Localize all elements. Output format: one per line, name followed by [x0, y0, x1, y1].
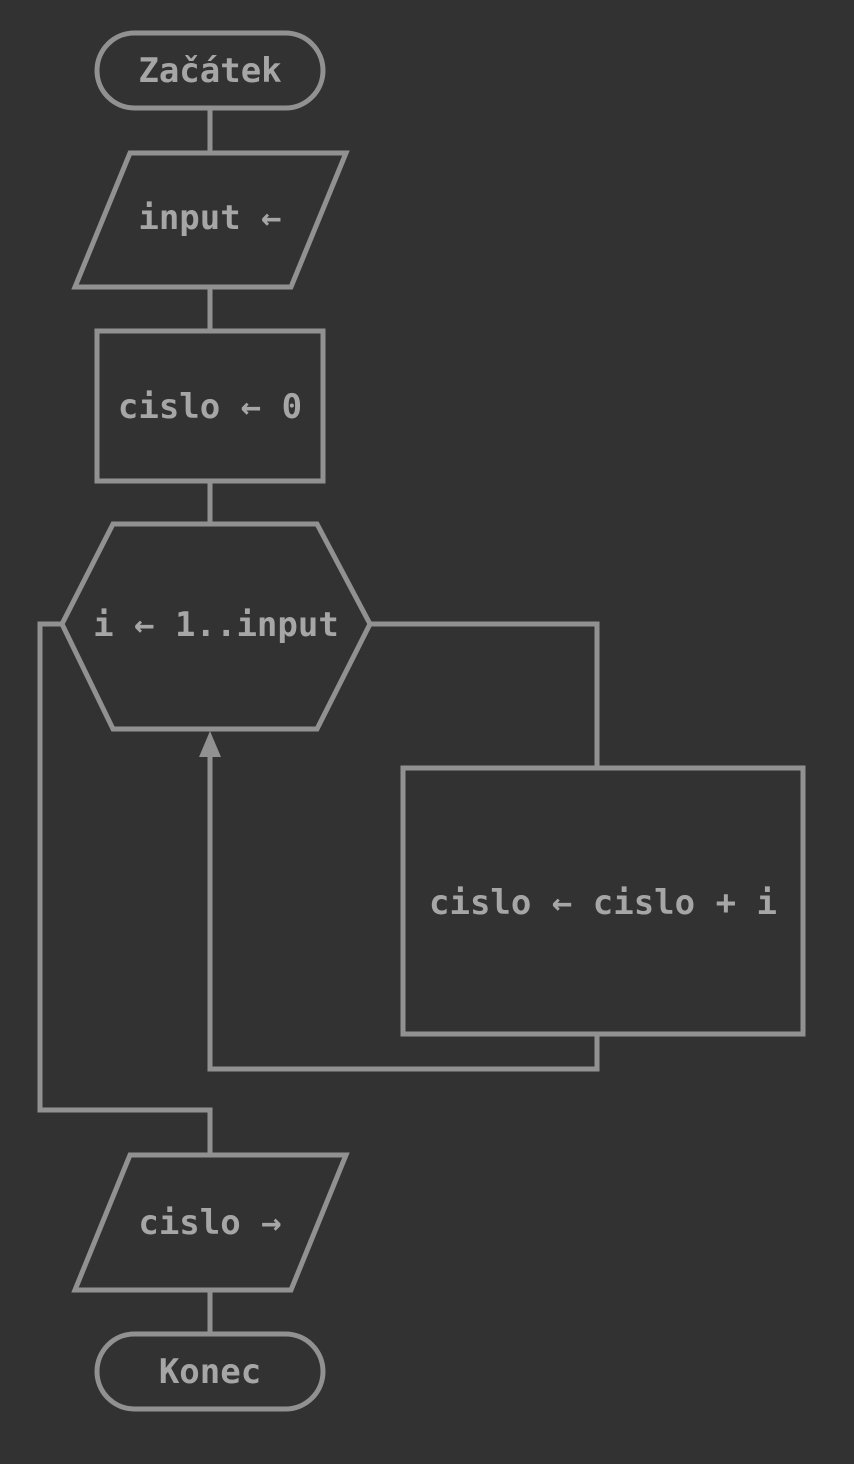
output-label: cislo →: [138, 1203, 281, 1243]
body-label: cislo ← cislo + i: [429, 883, 777, 923]
output-node[interactable]: cislo →: [71, 1152, 350, 1293]
input-node[interactable]: input ←: [71, 150, 350, 290]
arrowhead-loop-return: [199, 731, 221, 757]
body-node[interactable]: cislo ← cislo + i: [400, 765, 806, 1037]
start-node[interactable]: Začátek: [94, 30, 326, 111]
connector-loop-body: [370, 621, 600, 768]
end-node[interactable]: Konec: [94, 1331, 326, 1412]
loop-node[interactable]: i ← 1..input: [59, 521, 373, 732]
init-label: cislo ← 0: [118, 387, 302, 427]
connector-body-return: [207, 755, 600, 1072]
loop-label: i ← 1..input: [93, 605, 339, 645]
end-label: Konec: [159, 1352, 261, 1392]
start-label: Začátek: [138, 51, 281, 91]
init-node[interactable]: cislo ← 0: [94, 328, 326, 484]
connector-loop-exit: [37, 621, 213, 1155]
input-label: input ←: [138, 198, 281, 238]
